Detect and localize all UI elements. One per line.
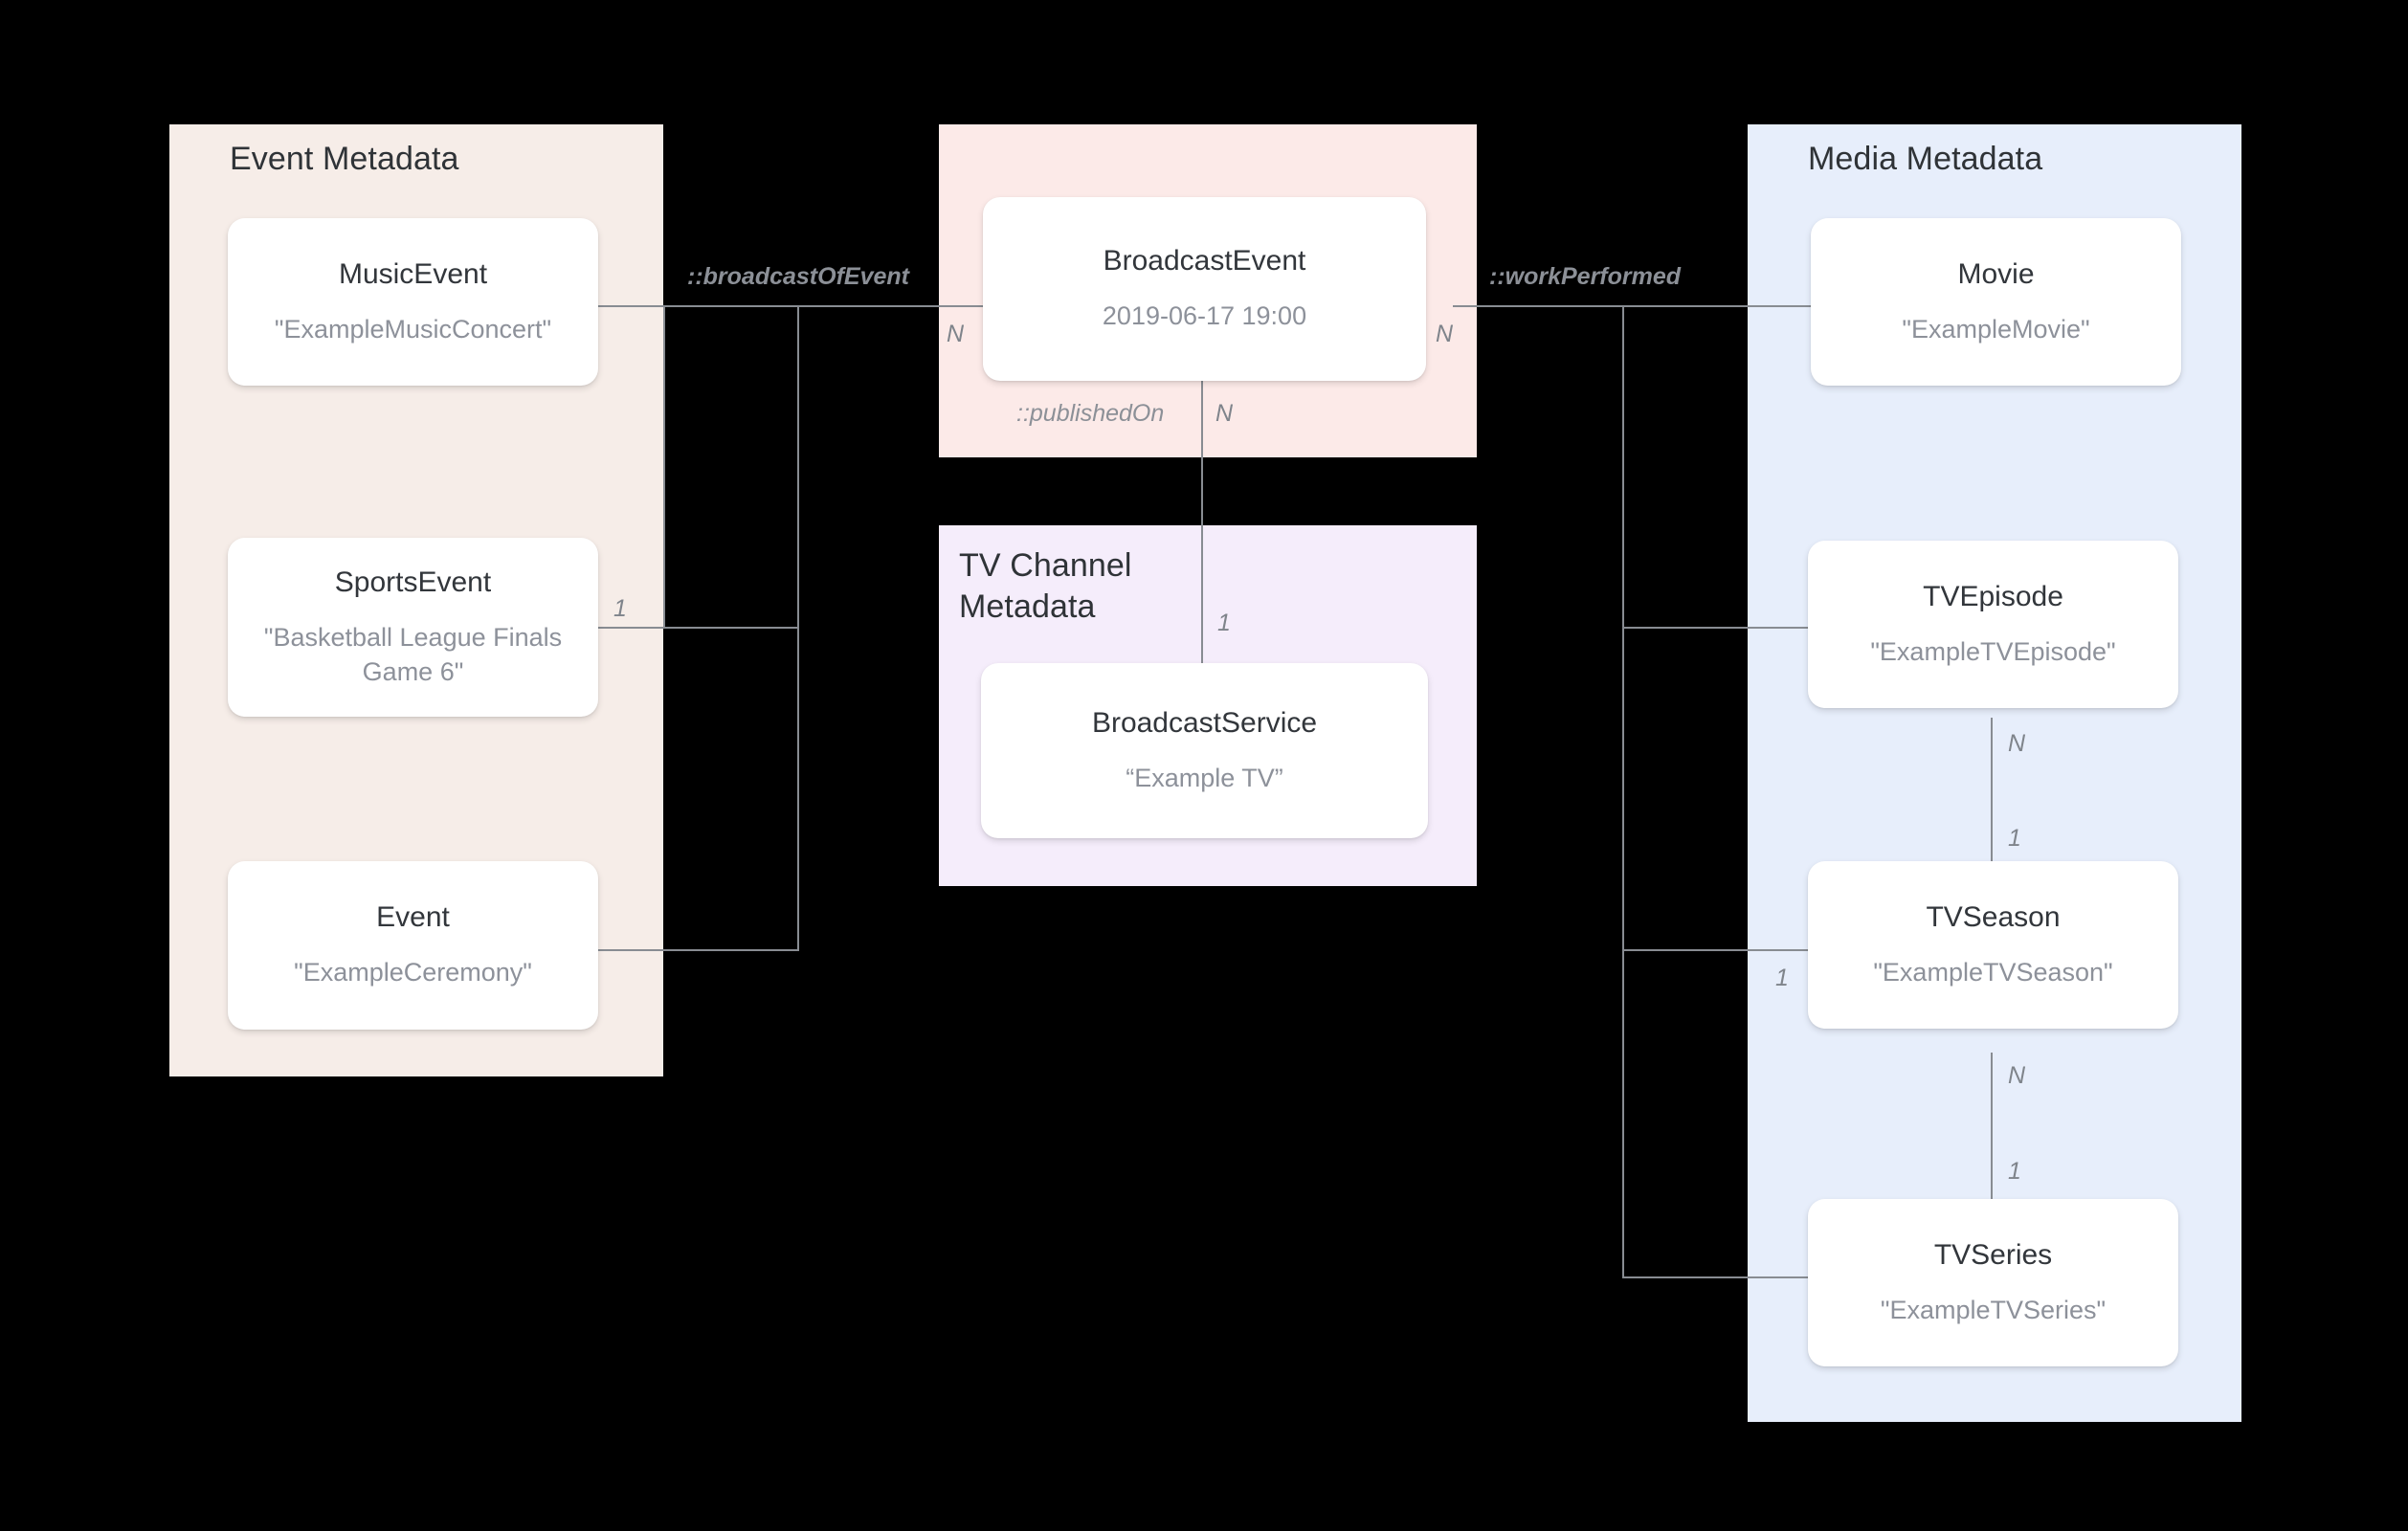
connector-rail-to-tvseries	[1622, 1276, 1814, 1278]
card-movie-type: Movie	[1957, 257, 2035, 290]
card-event-type: Event	[376, 901, 450, 934]
card-movie-value: "ExampleMovie"	[1902, 314, 2090, 344]
card-broadcastevent-value: 2019-06-17 19:00	[1102, 301, 1307, 331]
cardinality-broadcastservice: 1	[1217, 610, 1231, 636]
card-tvseason[interactable]: TVSeason "ExampleTVSeason"	[1808, 861, 2178, 1029]
card-tvepisode-type: TVEpisode	[1923, 580, 2063, 612]
card-event[interactable]: Event "ExampleCeremony"	[228, 861, 598, 1030]
cardinality-tvepisode-to-tvseason-n: N	[2008, 730, 2026, 757]
connector-tvseason-to-tvseries	[1991, 1053, 1993, 1206]
connector-broadcastevent-to-media-rail	[1453, 305, 1815, 307]
panel-title-tv-channel-metadata: TV Channel Metadata	[959, 547, 1132, 625]
connector-broadcastevent-to-broadcastservice	[1201, 381, 1203, 663]
card-sportsevent-value: "Basketball League Finals Game 6"	[263, 623, 563, 686]
relationship-label-work-performed: ::workPerformed	[1489, 263, 1682, 290]
card-tvseries-value: "ExampleTVSeries"	[1880, 1295, 2107, 1324]
card-musicevent-type: MusicEvent	[338, 257, 488, 290]
card-tvseason-type: TVSeason	[1926, 900, 2061, 933]
card-tvseries[interactable]: TVSeries "ExampleTVSeries"	[1808, 1199, 2178, 1366]
relationship-label-published-on: ::publishedOn	[1016, 400, 1165, 427]
cardinality-broadcastevent-bottom: N	[1215, 400, 1234, 427]
card-sportsevent-type: SportsEvent	[334, 566, 492, 599]
card-tvseries-type: TVSeries	[1933, 1238, 2053, 1271]
card-event-value: "ExampleCeremony"	[294, 958, 532, 987]
connector-rail-inner-left	[663, 305, 665, 629]
cardinality-tvseason-to-tvseries-n: N	[2008, 1062, 2026, 1089]
connector-rail-to-tvseason	[1622, 949, 1814, 951]
card-tvepisode[interactable]: TVEpisode "ExampleTVEpisode"	[1808, 541, 2178, 708]
connector-rail-outer-left	[797, 305, 799, 951]
connector-rail-media	[1622, 305, 1624, 1277]
connector-tvepisode-to-tvseason	[1991, 718, 1993, 892]
cardinality-tvepisode-to-tvseason-1: 1	[2008, 825, 2021, 852]
cardinality-broadcastevent-left: N	[947, 321, 965, 347]
card-musicevent-value: "ExampleMusicConcert"	[274, 314, 552, 344]
connector-musicevent-to-rail	[598, 305, 989, 307]
card-tvseason-value: "ExampleTVSeason"	[1873, 957, 2113, 987]
cardinality-sportsevent: 1	[613, 595, 627, 622]
connector-sportsevent-to-rail	[598, 627, 799, 629]
connector-rail-to-tvepisode	[1622, 627, 1814, 629]
card-movie[interactable]: Movie "ExampleMovie"	[1811, 218, 2181, 386]
card-sportsevent[interactable]: SportsEvent "Basketball League Finals Ga…	[228, 538, 598, 717]
card-tvepisode-value: "ExampleTVEpisode"	[1870, 636, 2116, 666]
card-broadcastservice-type: BroadcastService	[1091, 706, 1318, 739]
relationship-label-broadcast-of-event: ::broadcastOfEvent	[687, 263, 909, 290]
card-broadcastevent-type: BroadcastEvent	[1103, 245, 1306, 277]
panel-title-media-metadata: Media Metadata	[1808, 141, 2043, 177]
panel-title-event-metadata: Event Metadata	[230, 141, 459, 177]
cardinality-tvseason-to-tvseries-1: 1	[2008, 1158, 2021, 1185]
card-musicevent[interactable]: MusicEvent "ExampleMusicConcert"	[228, 218, 598, 386]
connector-event-to-rail	[598, 949, 799, 951]
cardinality-broadcastevent-right: N	[1436, 321, 1454, 347]
card-broadcastservice-value: “Example TV”	[1126, 763, 1283, 792]
cardinality-tvseason-left: 1	[1775, 965, 1789, 991]
card-broadcastservice[interactable]: BroadcastService “Example TV”	[981, 663, 1428, 838]
card-broadcastevent[interactable]: BroadcastEvent 2019-06-17 19:00	[983, 197, 1426, 381]
